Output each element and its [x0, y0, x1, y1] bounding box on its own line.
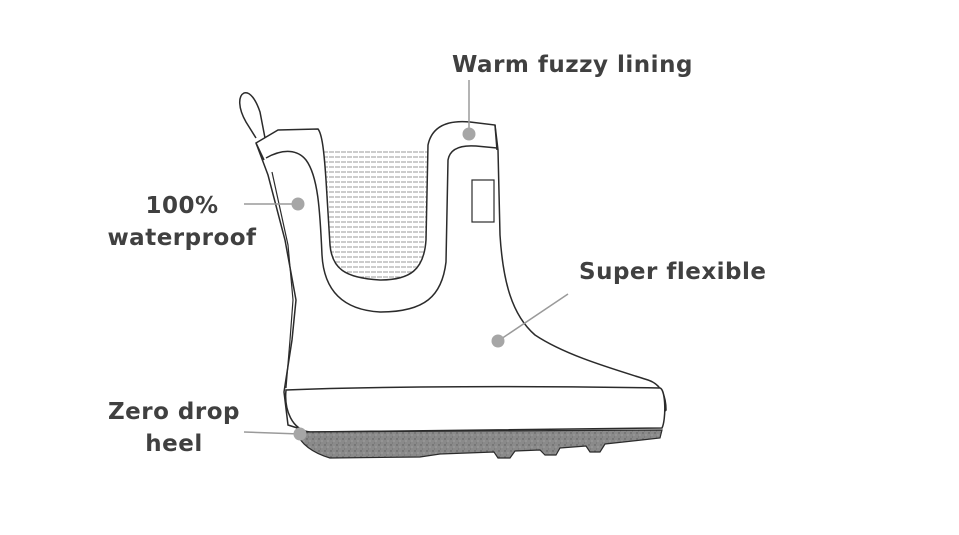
callout-line-2: waterproof — [107, 225, 257, 251]
lining-curve — [265, 145, 498, 313]
callout-super-flexible: Super flexible — [579, 256, 767, 288]
marker-dot-lining — [462, 127, 476, 141]
heel-seam — [271, 171, 294, 389]
callout-warm-fuzzy-lining: Warm fuzzy lining — [452, 49, 693, 81]
callout-text: Super flexible — [579, 259, 767, 285]
callout-waterproof: 100% waterproof — [104, 190, 260, 254]
callout-line-1: 100% — [145, 193, 219, 219]
sole-tread — [295, 429, 663, 459]
leader-heel — [243, 431, 301, 435]
label-patch — [471, 179, 495, 223]
pull-tab — [239, 92, 266, 139]
callout-line-2: heel — [145, 431, 203, 457]
elastic-gusset — [324, 148, 428, 282]
leader-flexible — [497, 293, 569, 342]
marker-dot-heel — [293, 427, 307, 441]
collar-right — [494, 124, 498, 151]
sole-band — [284, 385, 666, 433]
marker-dot-flexible — [491, 334, 505, 348]
callout-zero-drop-heel: Zero drop heel — [104, 396, 244, 460]
marker-dot-waterproof — [291, 197, 305, 211]
collar-left — [255, 142, 265, 161]
callout-text: Warm fuzzy lining — [452, 52, 693, 78]
callout-line-1: Zero drop — [108, 399, 240, 425]
